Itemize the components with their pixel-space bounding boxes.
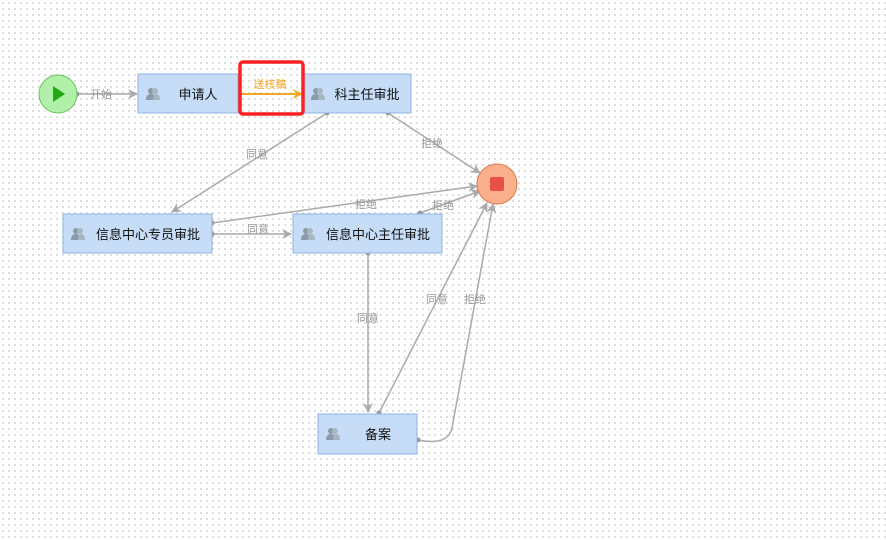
- edge-label: 同意: [426, 292, 448, 306]
- edge-label: 开始: [90, 87, 112, 101]
- node-section-chief[interactable]: 科主任审批: [302, 73, 412, 114]
- edge-label: 送核稿: [254, 77, 287, 91]
- node-label: 信息中心专员审批: [96, 227, 200, 243]
- node-filing[interactable]: 备案: [317, 413, 418, 455]
- edge-label: 拒绝: [432, 198, 454, 212]
- play-icon: [53, 86, 65, 102]
- edge-chief-agree[interactable]: [171, 112, 328, 213]
- node-label: 备案: [365, 427, 391, 443]
- stop-icon: [490, 177, 504, 191]
- edge-filing-reject[interactable]: [417, 203, 497, 443]
- selection-highlight: [238, 60, 305, 116]
- edge-label: 拒绝: [421, 136, 443, 150]
- edge-director-reject[interactable]: [419, 189, 481, 214]
- node-label: 申请人: [178, 88, 217, 103]
- edge-label: 同意: [246, 147, 268, 161]
- edge-filing-agree[interactable]: [378, 202, 488, 414]
- edge-label: 拒绝: [355, 197, 377, 211]
- end-node[interactable]: [476, 163, 518, 205]
- node-info-specialist[interactable]: 信息中心专员审批: [62, 213, 213, 254]
- node-label: 信息中心主任审批: [326, 227, 430, 243]
- edge-chief-reject[interactable]: [387, 112, 481, 174]
- edge-label: 同意: [357, 311, 379, 325]
- start-node[interactable]: [38, 74, 78, 114]
- node-applicant[interactable]: 申请人: [137, 73, 239, 114]
- node-info-director[interactable]: 信息中心主任审批: [292, 213, 443, 254]
- node-label: 科主任审批: [334, 88, 399, 103]
- edge-specialist-reject[interactable]: [211, 182, 478, 224]
- edge-label: 同意: [247, 222, 269, 236]
- edge-label: 拒绝: [464, 292, 486, 306]
